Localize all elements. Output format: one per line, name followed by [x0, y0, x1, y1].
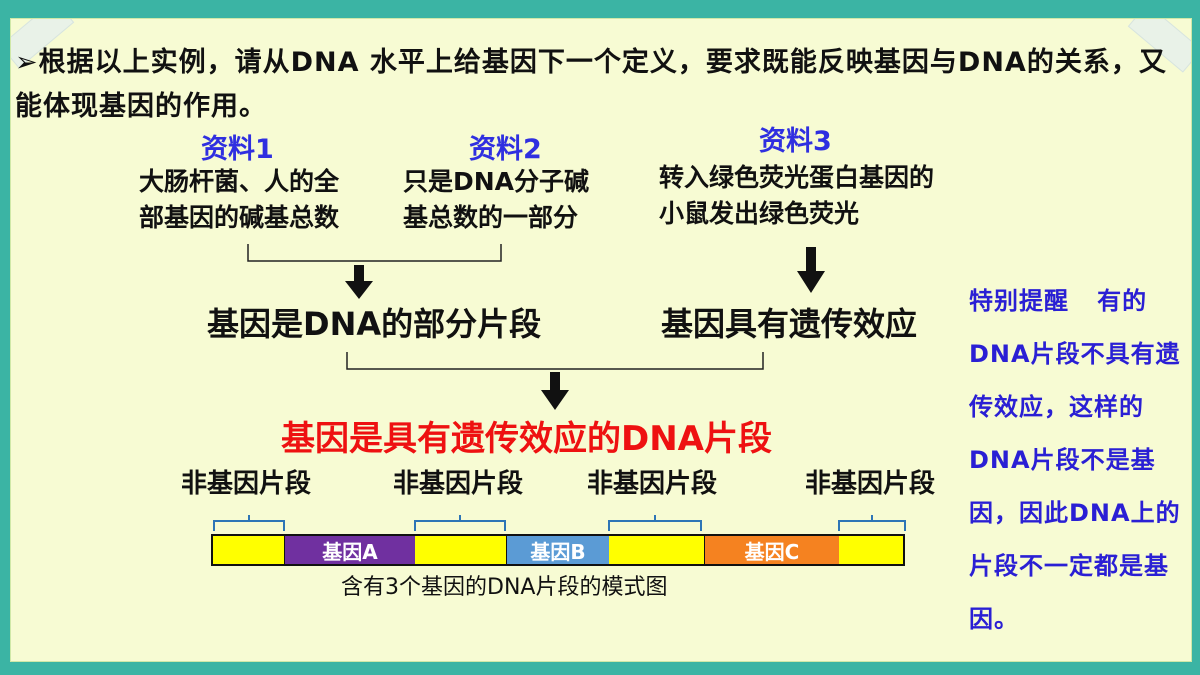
non-gene-label: 非基因片段: [181, 469, 312, 499]
conclusion-left: 基因是DNA的部分片段: [207, 305, 542, 343]
gene-b-segment: 基因B: [507, 536, 609, 564]
gene-c-label: 基因C: [744, 539, 800, 564]
non-gene-label: 非基因片段: [587, 469, 718, 499]
material1-line2: 部基因的碱基总数: [139, 203, 340, 232]
material3-line1: 转入绿色荧光蛋白基因的: [659, 163, 935, 192]
reminder-box: 特别提醒 有的DNA片段不具有遗传效应，这样的DNA片段不是基因，因此DNA上的…: [969, 275, 1183, 646]
connector-lines: [213, 244, 906, 531]
reminder-title: 特别提醒: [969, 287, 1069, 315]
gene-a-label: 基因A: [322, 539, 378, 564]
non-gene-label: 非基因片段: [393, 469, 524, 499]
dna-bar: 基因A 基因B 基因C: [211, 534, 905, 566]
material3-title: 资料3: [759, 126, 832, 157]
non-gene-segment: [213, 536, 285, 564]
conclusion-right: 基因具有遗传效应: [661, 305, 918, 343]
reminder-body: 有的DNA片段不具有遗传效应，这样的DNA片段不是基因，因此DNA上的片段不一定…: [969, 287, 1181, 633]
gene-a-segment: 基因A: [285, 536, 415, 564]
slide-frame: ➢根据以上实例，请从DNA 水平上给基因下一个定义，要求既能反映基因与DNA的关…: [10, 18, 1192, 662]
non-gene-segment: [609, 536, 705, 564]
gene-b-label: 基因B: [530, 539, 586, 564]
material2-title: 资料2: [469, 134, 542, 165]
material1-title: 资料1: [201, 134, 274, 165]
non-gene-label: 非基因片段: [805, 469, 936, 499]
material1-line1: 大肠杆菌、人的全: [139, 167, 340, 196]
material2-line1: 只是DNA分子碱: [403, 167, 590, 196]
question-text: ➢根据以上实例，请从DNA 水平上给基因下一个定义，要求既能反映基因与DNA的关…: [15, 47, 1167, 122]
definition-text: 基因是具有遗传效应的DNA片段: [281, 419, 772, 459]
gene-c-segment: 基因C: [705, 536, 839, 564]
material3-line2: 小鼠发出绿色荧光: [659, 199, 860, 228]
diagram-caption: 含有3个基因的DNA片段的模式图: [341, 575, 668, 600]
non-gene-segment: [415, 536, 507, 564]
non-gene-segment: [839, 536, 903, 564]
material2-line2: 基总数的一部分: [403, 203, 579, 232]
